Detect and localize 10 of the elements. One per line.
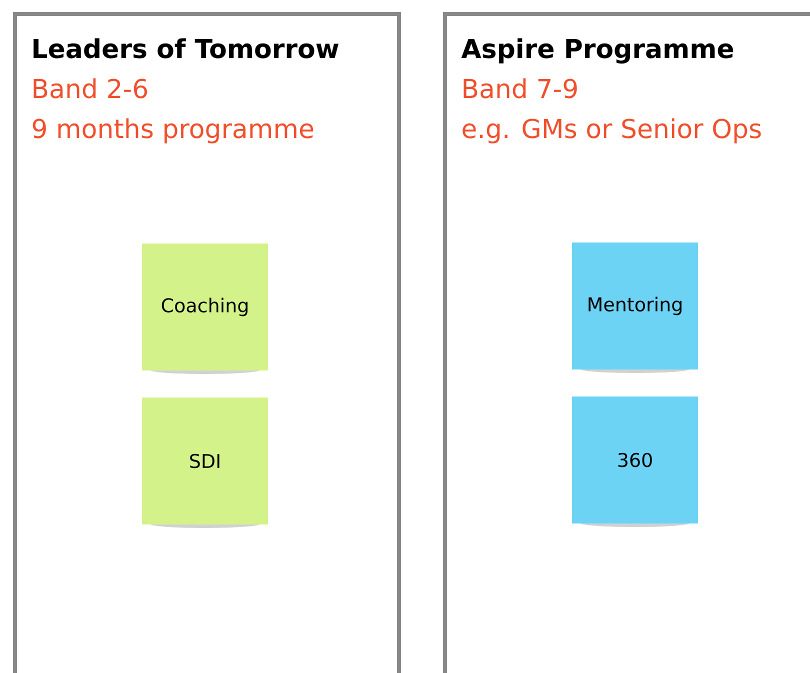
sticky-note: 360 (572, 396, 698, 527)
frame-heading: e.g. GMs or Senior Ops (462, 118, 761, 144)
frame-heading: Band 7-9 (464, 78, 577, 98)
frame-heading: Aspire Programme (461, 38, 734, 64)
frame-heading: Band 2-6 (34, 78, 148, 98)
sticky-note: SDI (142, 398, 268, 528)
frame-heading: Leaders of Tomorrow (34, 38, 338, 58)
frame-heading: 9 months programme (32, 118, 314, 144)
sticky-note: Mentoring (572, 242, 698, 373)
sticky-note: Coaching (142, 244, 268, 374)
